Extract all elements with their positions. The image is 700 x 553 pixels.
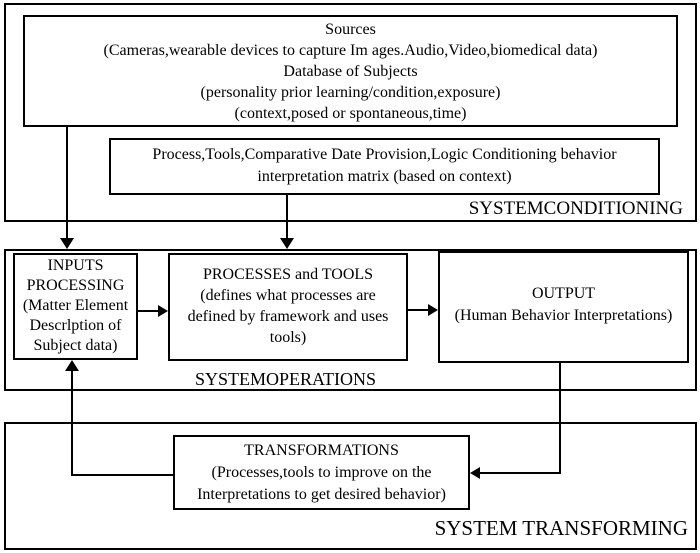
inputs-processing-line: INPUTS: [47, 257, 104, 274]
sources-line: (Cameras,wearable devices to capture Im …: [103, 42, 598, 59]
systemoperations-label: SYSTEMOPERATIONS: [195, 369, 377, 389]
sources-line: Database of Subjects: [283, 63, 418, 80]
arrow-transformations-to-inputs-hline: [71, 474, 173, 476]
arrow-matrix-to-operations-line: [286, 195, 288, 238]
transformations-box: TRANSFORMATIONS (Processes,tools to impr…: [173, 435, 470, 510]
arrow-transformations-to-inputs-vline: [71, 371, 73, 476]
transformations-line: (Processes,tools to improve on the: [211, 464, 432, 481]
arrow-output-to-transformations-hline: [480, 472, 561, 474]
output-box: OUTPUT (Human Behavior Interpretations): [438, 251, 689, 363]
sources-box: Sources (Cameras,wearable devices to cap…: [23, 15, 678, 127]
arrow-right-icon: [428, 304, 438, 316]
process-tools-matrix-line: Process,Tools,Comparative Date Provision…: [152, 146, 617, 163]
arrow-right-icon: [158, 305, 168, 317]
sources-line: Sources: [325, 21, 376, 38]
system-transforming-label: SYSTEM TRANSFORMING: [434, 516, 688, 540]
arrow-inputs-to-processes-line: [138, 310, 158, 312]
arrow-output-to-transformations-vline: [559, 363, 561, 474]
output-line: OUTPUT: [531, 285, 596, 302]
inputs-processing-line: PROCESSING: [26, 277, 125, 294]
inputs-processing-box: INPUTS PROCESSING (Matter Element Descrl…: [13, 253, 138, 360]
processes-and-tools-box: PROCESSES and TOOLS (defines what proces…: [168, 253, 408, 361]
processes-and-tools-line: (defines what processes are: [200, 287, 376, 304]
transformations-line: TRANSFORMATIONS: [244, 442, 399, 459]
arrow-sources-to-operations-line: [66, 127, 68, 238]
arrow-up-icon: [65, 360, 79, 371]
arrow-down-icon: [60, 238, 74, 249]
process-tools-matrix-box: Process,Tools,Comparative Date Provision…: [109, 138, 660, 195]
systemconditioning-label: SYSTEMCONDITIONING: [468, 198, 683, 219]
inputs-processing-line: Descrlption of: [29, 317, 122, 334]
process-tools-matrix-line: interpretation matrix (based on context): [257, 168, 512, 185]
processes-and-tools-line: defined by framework and uses: [187, 308, 389, 325]
transformations-line: Interpretations to get desired behavior): [197, 486, 446, 503]
inputs-processing-line: Subject data): [33, 337, 118, 354]
arrow-down-icon: [280, 238, 294, 249]
processes-and-tools-line: tools): [269, 329, 307, 346]
arrow-left-icon: [470, 467, 480, 479]
arrow-processes-to-output-line: [408, 309, 428, 311]
processes-and-tools-line: PROCESSES and TOOLS: [202, 266, 374, 283]
sources-line: (context,posed or spontaneous,time): [234, 105, 467, 122]
sources-line: (personality prior learning/condition,ex…: [200, 84, 501, 101]
output-line: (Human Behavior Interpretations): [454, 307, 673, 324]
inputs-processing-line: (Matter Element: [22, 297, 129, 314]
